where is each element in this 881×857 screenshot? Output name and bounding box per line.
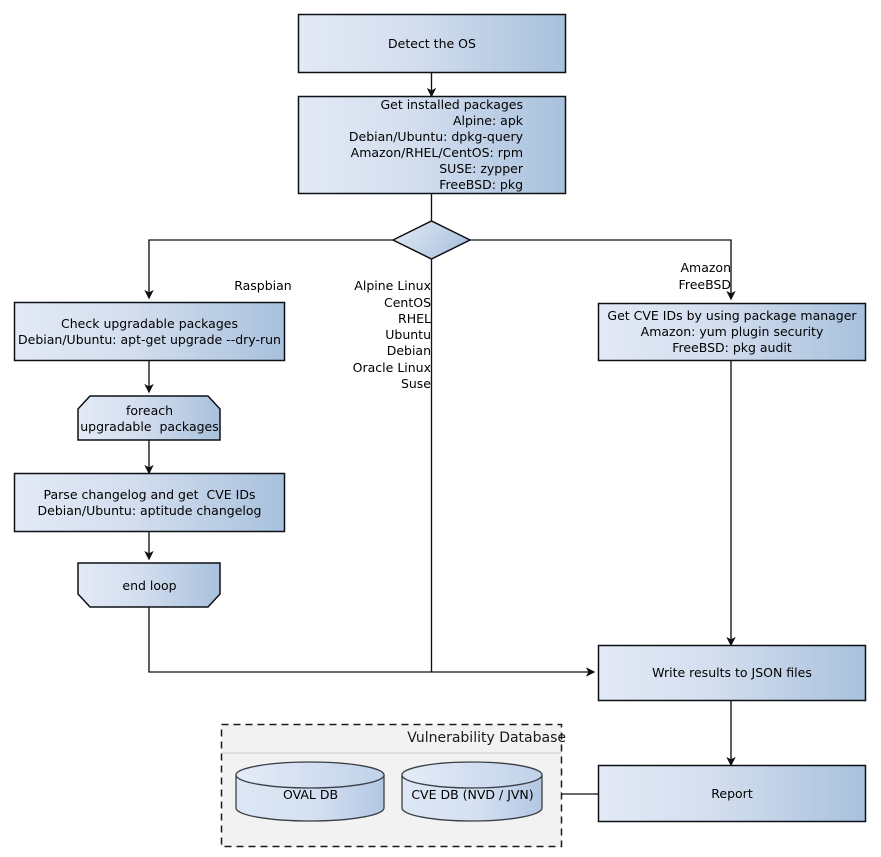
vulnerability-database-title: Vulnerability Database (407, 730, 566, 746)
node-os-decision[interactable] (393, 221, 471, 259)
node-cve-db[interactable] (402, 762, 543, 821)
node-oval-db[interactable] (236, 762, 385, 821)
node-parse-changelog[interactable] (14, 473, 285, 532)
edge-label-amazon-freebsd: Amazon FreeBSD (678, 260, 731, 292)
node-write-results[interactable] (598, 645, 866, 701)
node-report[interactable] (598, 765, 866, 822)
node-end-loop[interactable] (78, 563, 221, 608)
node-get-installed-packages[interactable] (298, 96, 566, 194)
node-get-cve-ids[interactable] (598, 303, 866, 361)
edge-label-middle-oses: Alpine Linux CentOS RHEL Ubuntu Debian O… (352, 278, 431, 391)
node-foreach-loop[interactable] (78, 396, 221, 441)
node-detect-os[interactable] (298, 14, 566, 73)
node-check-upgradable[interactable] (14, 302, 285, 361)
